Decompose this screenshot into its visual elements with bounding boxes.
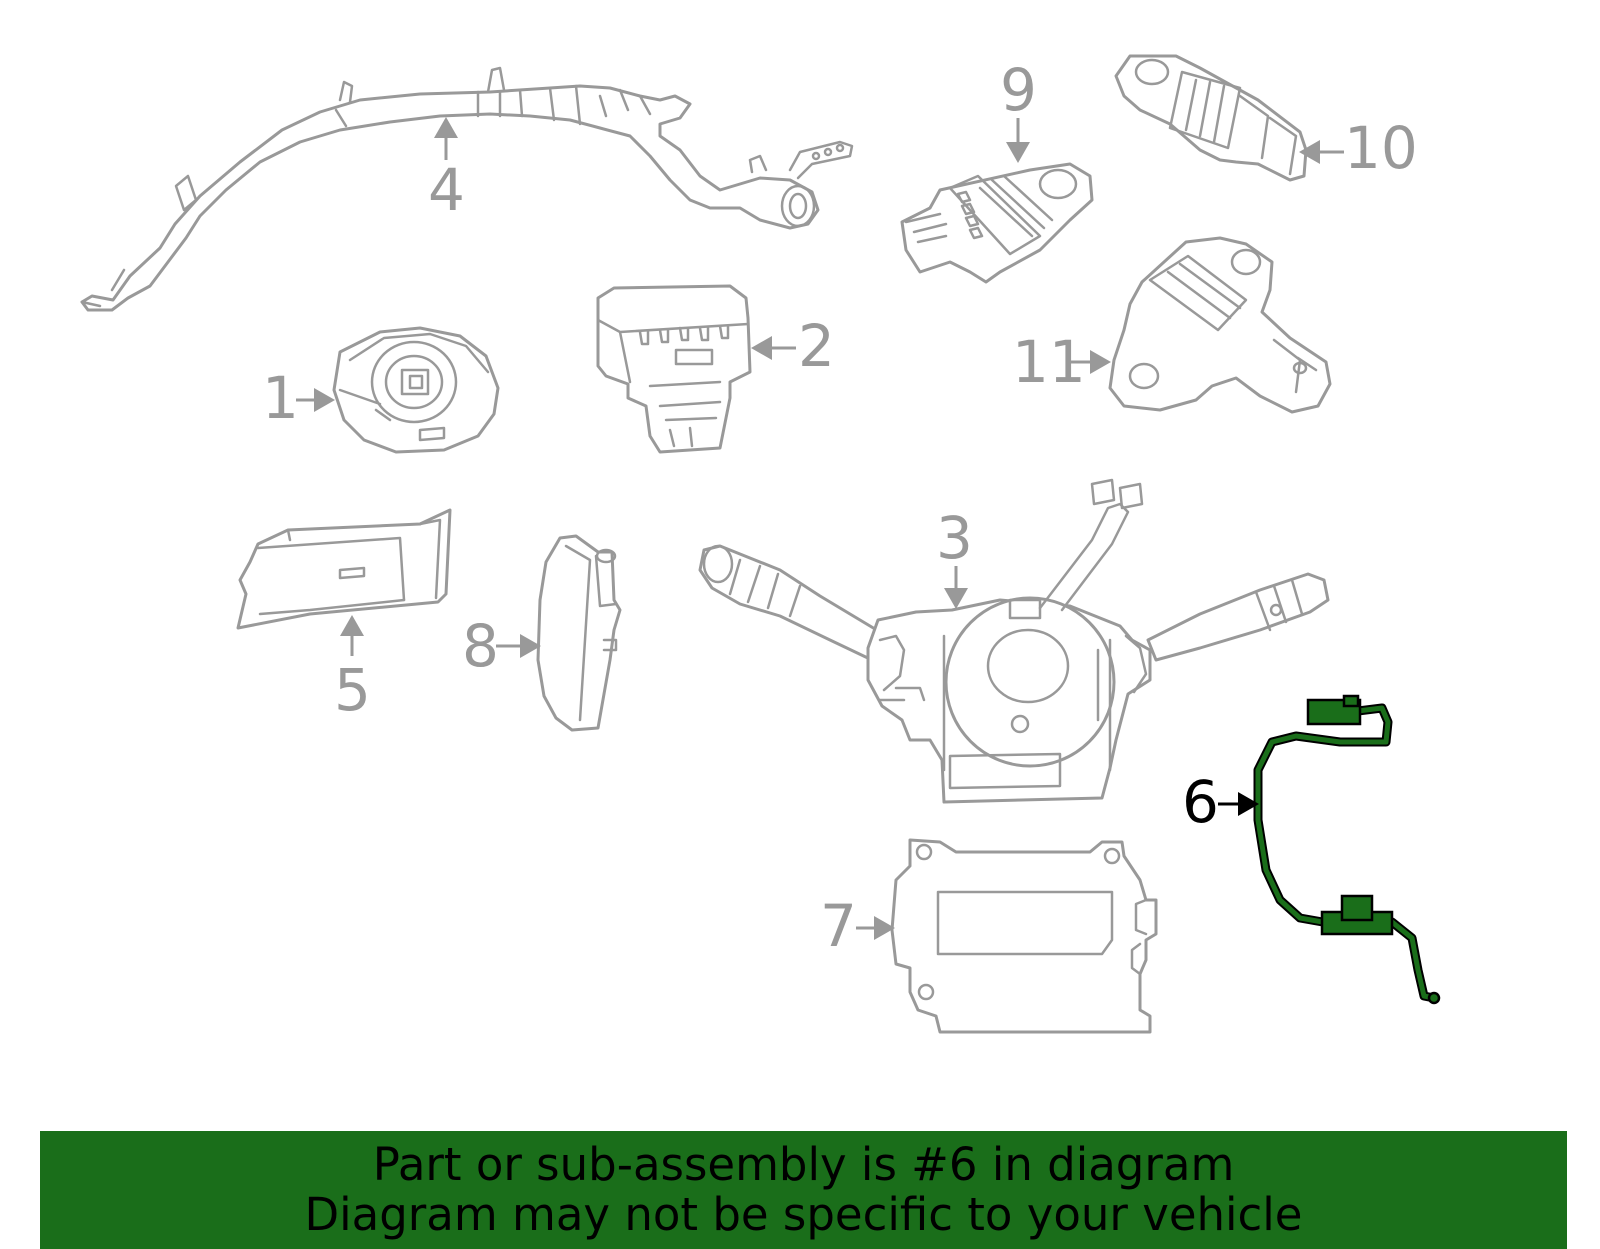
callout-8: 8 <box>462 612 499 680</box>
part-9-sensor <box>900 162 1094 284</box>
callout-3: 3 <box>936 504 973 572</box>
part-6-terminal <box>1427 991 1441 1005</box>
part-6-connector-lower-block <box>1340 894 1374 922</box>
callout-2: 2 <box>798 312 835 380</box>
callout-11: 11 <box>1012 328 1086 396</box>
part-1-airbag <box>332 326 500 454</box>
part-8-module <box>536 534 622 732</box>
callout-9: 9 <box>1000 56 1037 124</box>
callout-numbers: 1 2 3 4 5 6 7 8 9 10 11 <box>262 56 1418 960</box>
part-7-control-module <box>890 838 1158 1034</box>
callout-10: 10 <box>1344 114 1418 182</box>
part-3-switch <box>698 478 1330 804</box>
callout-6: 6 <box>1182 768 1219 836</box>
leader-lines <box>296 117 1344 940</box>
part-11-sensor <box>1108 236 1332 414</box>
callout-5: 5 <box>334 656 371 724</box>
part-6-harness-fill <box>1255 705 1437 1001</box>
part-5-panel <box>236 508 452 630</box>
callout-4: 4 <box>428 156 465 224</box>
part-6-harness-highlighted <box>1253 694 1441 1005</box>
part-2-module <box>596 284 752 454</box>
footer-banner: Part or sub-assembly is #6 in diagram Di… <box>40 1131 1567 1249</box>
footer-line-1: Part or sub-assembly is #6 in diagram <box>372 1138 1235 1191</box>
part-10-sensor <box>1114 54 1308 182</box>
callout-7: 7 <box>820 892 857 960</box>
parts-diagram: 1 2 3 4 5 6 7 8 9 10 11 <box>80 54 1441 1034</box>
part-6-connector-upper-tab <box>1342 694 1360 708</box>
callout-1: 1 <box>262 364 299 432</box>
part-4-harness <box>80 66 854 312</box>
footer-line-2: Diagram may not be specific to your vehi… <box>304 1188 1303 1241</box>
